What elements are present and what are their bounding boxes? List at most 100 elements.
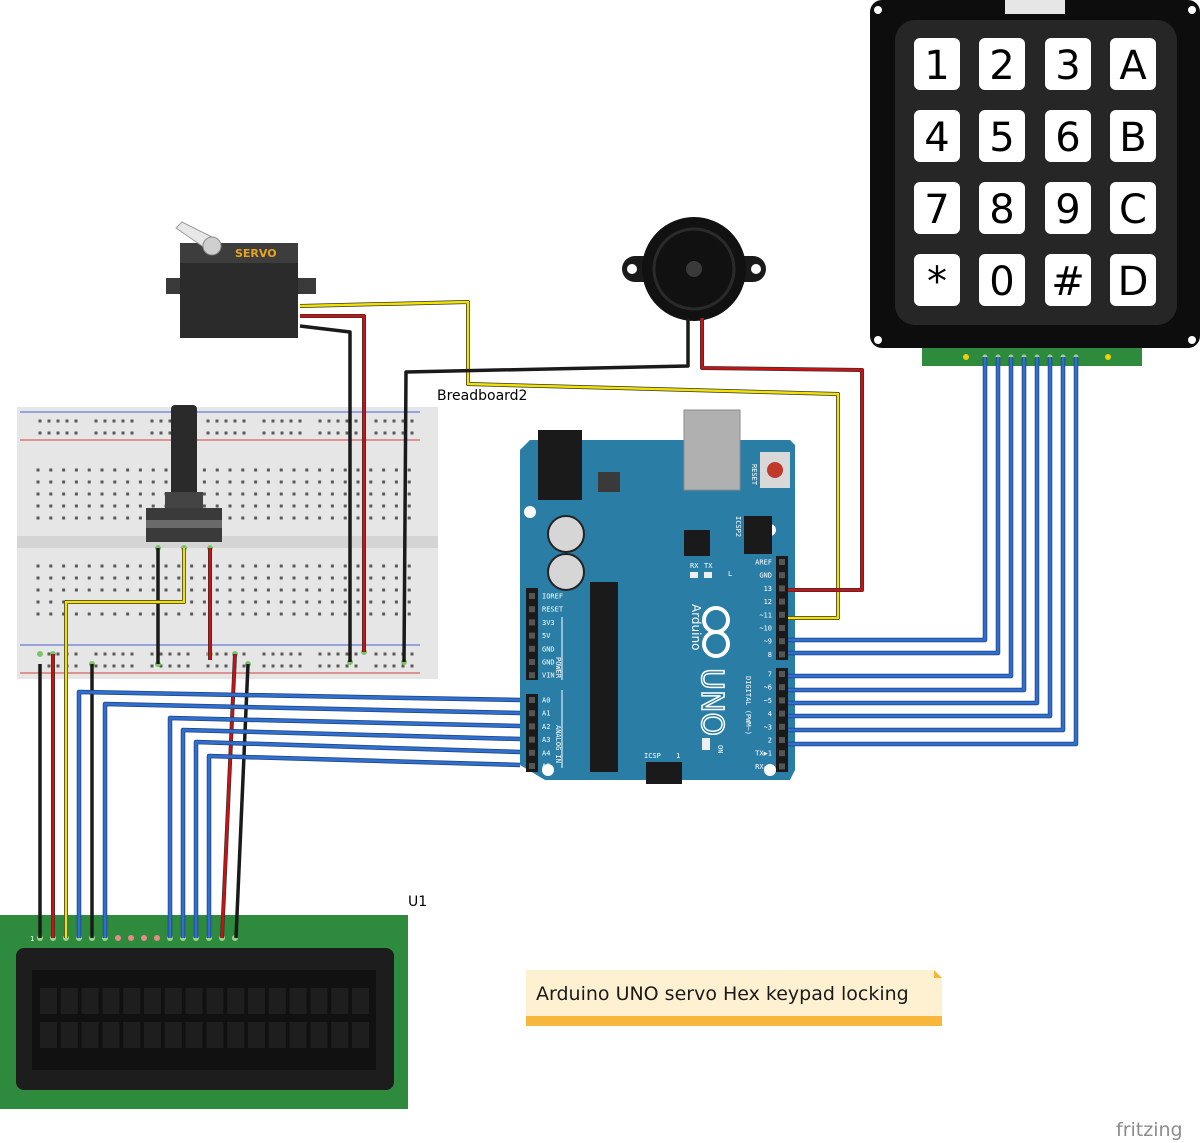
header-pin bbox=[529, 710, 535, 717]
icsp2-header bbox=[744, 516, 772, 554]
header-pin bbox=[779, 684, 785, 691]
lcd-char-cell bbox=[352, 988, 369, 1014]
digital-pin-label: 2 bbox=[768, 737, 772, 745]
digital-header-bottom bbox=[776, 668, 788, 772]
breadboard-hole bbox=[410, 431, 414, 435]
breadboard-hole bbox=[138, 480, 142, 484]
breadboard-hole bbox=[318, 612, 322, 616]
breadboard-hole bbox=[228, 480, 232, 484]
breadboard-hole bbox=[292, 468, 296, 472]
breadboard-hole bbox=[327, 652, 331, 656]
breadboard-hole bbox=[394, 564, 398, 568]
wire-signal bbox=[788, 357, 1065, 732]
breadboard-hole bbox=[126, 516, 130, 520]
breadboard-hole bbox=[410, 419, 414, 423]
breadboard-hole bbox=[87, 576, 91, 580]
breadboard-hole bbox=[138, 588, 142, 592]
breadboard-hole bbox=[407, 588, 411, 592]
breadboard-hole bbox=[74, 588, 78, 592]
dc-jack bbox=[538, 430, 582, 500]
breadboard-hole bbox=[394, 612, 398, 616]
breadboard-hole bbox=[298, 431, 302, 435]
keypad-key-label: # bbox=[1051, 259, 1085, 305]
breadboard-hole bbox=[280, 664, 284, 668]
keypad-key bbox=[1045, 110, 1091, 162]
breadboard-hole bbox=[126, 588, 130, 592]
breadboard-hole bbox=[113, 468, 117, 472]
breadboard-hole bbox=[330, 516, 334, 520]
digital-header-top bbox=[776, 556, 788, 660]
breadboard-hole bbox=[266, 480, 270, 484]
breadboard-hole bbox=[305, 564, 309, 568]
breadboard-hole bbox=[228, 492, 232, 496]
lcd-char-cell bbox=[331, 988, 349, 1014]
wire-signal-outline bbox=[788, 357, 1014, 679]
breadboard-hole bbox=[150, 419, 154, 423]
keypad-key-label: 7 bbox=[924, 187, 949, 233]
breadboard-hole bbox=[74, 652, 78, 656]
breadboard-hole bbox=[228, 468, 232, 472]
keypad-key bbox=[1045, 254, 1091, 306]
wire-signal bbox=[103, 702, 521, 938]
wire-servo-power bbox=[300, 314, 366, 652]
breadboard-hole bbox=[382, 564, 386, 568]
breadboard-hole bbox=[241, 564, 245, 568]
reset-button-cap bbox=[767, 462, 783, 478]
lcd-char-cell bbox=[40, 1022, 57, 1048]
breadboard-hole bbox=[164, 588, 168, 592]
digital-pin-label: ~3 bbox=[764, 723, 772, 731]
icsp2-label: ICSP2 bbox=[734, 516, 742, 537]
breadboard-hole bbox=[215, 664, 219, 668]
breadboard-hole bbox=[62, 564, 66, 568]
wire-buzzer-signal bbox=[700, 318, 864, 592]
breadboard-hole bbox=[383, 652, 387, 656]
breadboard-hole bbox=[298, 664, 302, 668]
breadboard-hole bbox=[394, 588, 398, 592]
breadboard-hole bbox=[356, 480, 360, 484]
breadboard-hole bbox=[49, 588, 53, 592]
breadboard-hole bbox=[374, 664, 378, 668]
breadboard-hole bbox=[410, 652, 414, 656]
power-header-label: POWER bbox=[554, 657, 562, 679]
keypad-key-label: 3 bbox=[1055, 43, 1080, 89]
header-pin bbox=[529, 606, 535, 613]
breadboard-hole bbox=[241, 516, 245, 520]
breadboard-hole bbox=[318, 480, 322, 484]
reset-label: RESET bbox=[750, 464, 758, 486]
breadboard-hole bbox=[241, 480, 245, 484]
breadboard-hole bbox=[298, 652, 302, 656]
breadboard-hole bbox=[374, 431, 378, 435]
lcd-char-cell bbox=[144, 1022, 161, 1048]
digital-pin-label: ~9 bbox=[764, 638, 772, 646]
breadboard-hole bbox=[330, 468, 334, 472]
header-pin bbox=[779, 651, 785, 658]
keypad-key bbox=[914, 38, 960, 90]
breadboard-hole bbox=[305, 516, 309, 520]
breadboard-hole bbox=[159, 664, 163, 668]
breadboard-hole bbox=[168, 664, 172, 668]
icsp-header bbox=[646, 762, 682, 784]
header-pin bbox=[529, 659, 535, 665]
breadboard-hole bbox=[177, 564, 181, 568]
servo-label: SERVO bbox=[235, 247, 277, 260]
breadboard-hole bbox=[113, 588, 117, 592]
breadboard-hole bbox=[113, 504, 117, 508]
header-pin bbox=[779, 598, 785, 605]
breadboard-hole bbox=[254, 516, 258, 520]
breadboard-hole bbox=[369, 564, 373, 568]
breadboard-hole bbox=[138, 492, 142, 496]
breadboard-hole bbox=[356, 504, 360, 508]
header-pin bbox=[779, 585, 785, 592]
breadboard-hole bbox=[36, 612, 40, 616]
breadboard-hole bbox=[228, 588, 232, 592]
breadboard-hole bbox=[202, 504, 206, 508]
capacitor bbox=[547, 515, 585, 553]
breadboard-hole bbox=[177, 664, 181, 668]
lcd-char-cell bbox=[206, 988, 224, 1014]
lcd-pin1-label: 1 bbox=[30, 935, 34, 943]
breadboard-hole bbox=[356, 576, 360, 580]
breadboard-hole bbox=[292, 564, 296, 568]
breadboard-hole bbox=[215, 612, 219, 616]
breadboard-hole bbox=[215, 492, 219, 496]
servo-shaft bbox=[202, 236, 222, 256]
